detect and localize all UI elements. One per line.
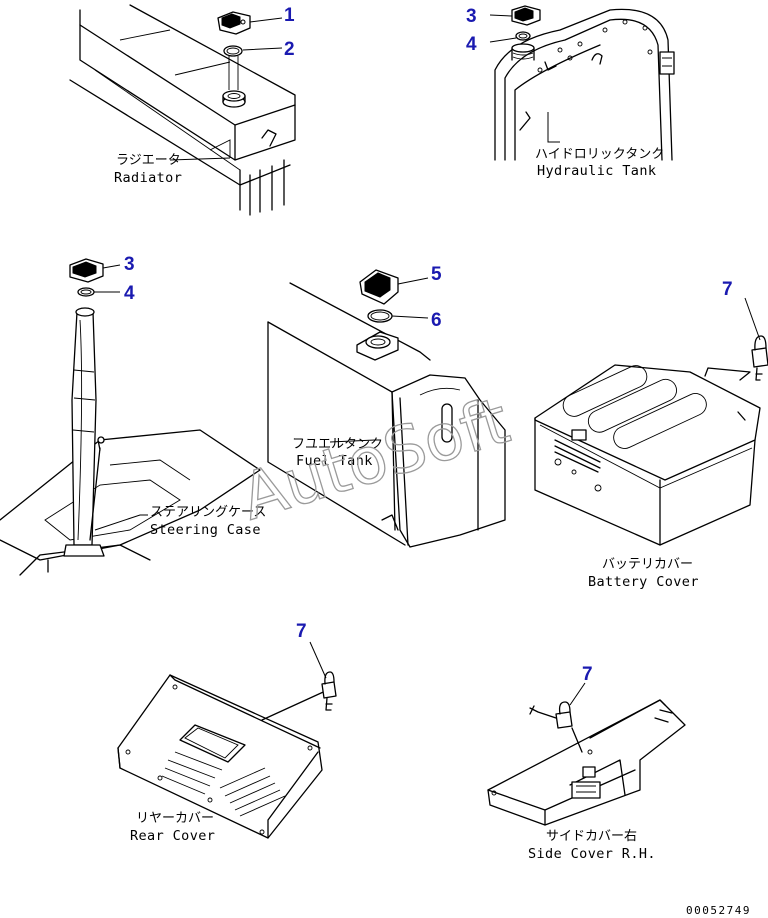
side-label-jp: サイドカバー右: [546, 829, 637, 844]
rear-cover-assembly: [117, 641, 337, 839]
radiator-cap-callout: 1: [284, 5, 295, 26]
side-cover-assembly: [487, 682, 686, 826]
steering-label-en: Steering Case: [150, 522, 261, 538]
fuel-label-jp: フユエルタンク: [292, 437, 383, 452]
hydraulic-gasket-callout: 4: [466, 34, 477, 55]
fuel-gasket-callout: 6: [431, 310, 442, 331]
hydraulic-label-en: Hydraulic Tank: [537, 163, 656, 179]
hydraulic-label-jp: ハイドロリックタンク: [535, 147, 664, 162]
fuel-cap-callout: 5: [431, 264, 442, 285]
rear-label-en: Rear Cover: [130, 828, 215, 844]
radiator-gasket-callout: 2: [284, 39, 295, 60]
fuel-tank-assembly: [267, 269, 506, 548]
rear-label-jp: リヤーカバー: [136, 811, 214, 826]
battery-label-jp: バッテリカバー: [602, 557, 693, 572]
radiator-assembly: [69, 4, 296, 216]
steering-gasket-callout: 4: [124, 283, 135, 304]
rear-lock-callout: 7: [296, 621, 307, 642]
side-lock-callout: 7: [582, 664, 593, 685]
battery-label-en: Battery Cover: [588, 574, 699, 590]
steering-label-jp: ステアリングケース: [150, 505, 266, 520]
battery-lock-callout: 7: [722, 279, 733, 300]
radiator-label-en: Radiator: [114, 170, 182, 186]
steering-cap-callout: 3: [124, 254, 135, 275]
radiator-label-jp: ラジエータ: [116, 153, 181, 168]
side-label-en: Side Cover R.H.: [528, 846, 656, 862]
fuel-label-en: Fuel Tank: [296, 453, 373, 469]
drawing-code: 00052749: [686, 904, 751, 917]
steering-case-assembly: [0, 258, 261, 576]
hydraulic-tank-assembly: [489, 5, 675, 161]
hydraulic-cap-callout: 3: [466, 6, 477, 27]
battery-cover-assembly: [534, 297, 768, 546]
